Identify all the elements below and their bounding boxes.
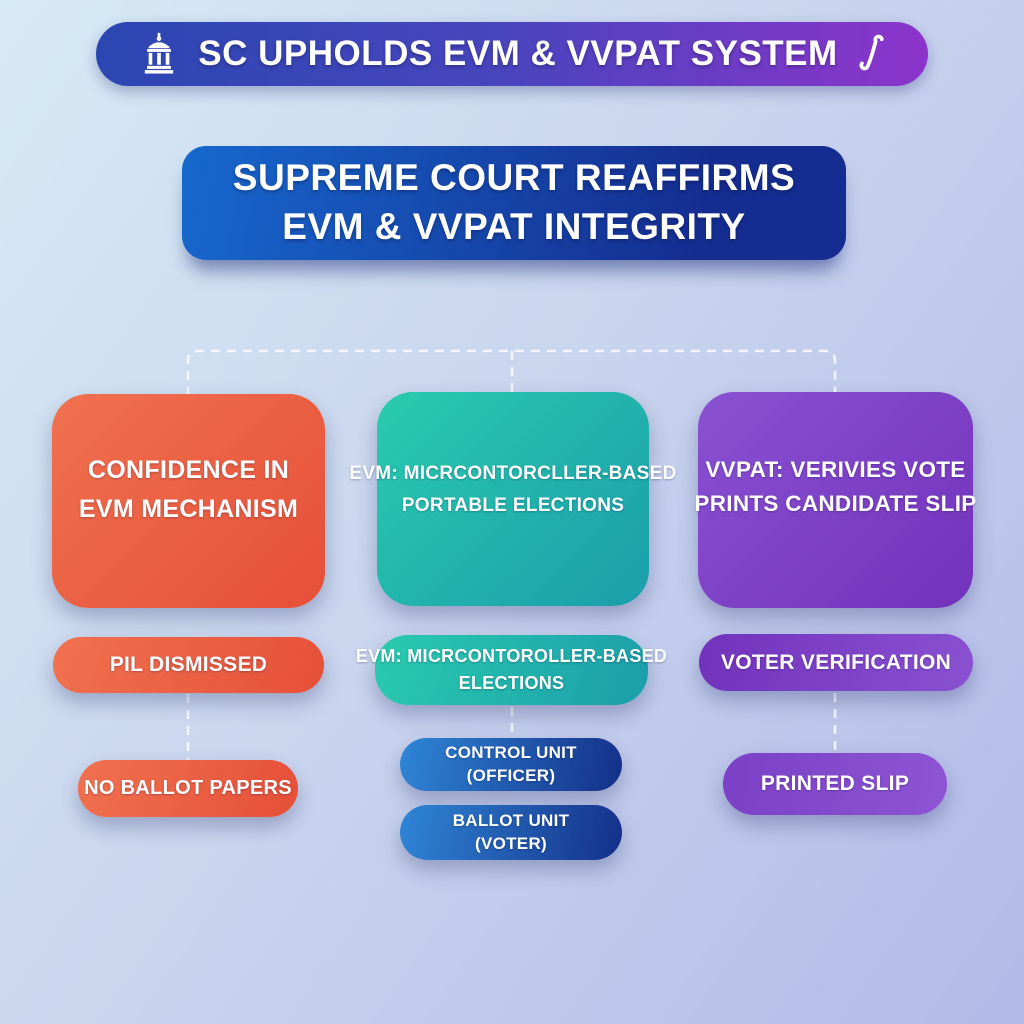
pill-text-line: (OFFICER) bbox=[466, 765, 556, 785]
pill-control-unit: CONTROL UNIT (OFFICER) bbox=[400, 738, 622, 791]
card-text: CONFIDENCE IN EVM MECHANISM bbox=[79, 451, 298, 529]
card-text-line: VVPAT: VERIVIES VOTE bbox=[705, 457, 966, 483]
pill-text-line: CONTROL UNIT bbox=[445, 742, 577, 762]
pill-text-line: ELECTIONS bbox=[458, 673, 565, 693]
card-vvpat: VVPAT: VERIVIES VOTE PRINTS CANDIDATE SL… bbox=[694, 392, 976, 608]
card-text-line: EVM: MICRCONTORCLLER-BASED bbox=[349, 462, 677, 484]
card-text-line: PORTABLE ELECTIONS bbox=[401, 495, 625, 516]
header-banner: SC UPHOLDS EVM & VVPAT SYSTEM bbox=[96, 22, 928, 86]
title-line-2: EVM & VVPAT INTEGRITY bbox=[282, 206, 746, 247]
pill-text-line: VOTER VERIFICATION bbox=[720, 650, 952, 674]
card-evm-confidence: CONFIDENCE IN EVM MECHANISM bbox=[52, 394, 325, 608]
card-text: EVM: MICRCONTORCLLER-BASED PORTABLE ELEC… bbox=[349, 458, 676, 523]
pill-text-line: NO BALLOT PAPERS bbox=[84, 777, 292, 799]
card-text-line: CONFIDENCE IN bbox=[87, 456, 290, 485]
card-text-line: PRINTS CANDIDATE SLIP bbox=[694, 491, 977, 516]
pill-printed-slip: PRINTED SLIP bbox=[723, 753, 947, 815]
pill-text-line: EVM: MICRCONTOROLLER-BASED bbox=[355, 646, 668, 666]
title-line-1: SUPREME COURT REAFFIRMS bbox=[232, 157, 796, 199]
title-card: SUPREME COURT REAFFIRMS EVM & VVPAT INTE… bbox=[182, 146, 846, 260]
card-text-line: EVM MECHANISM bbox=[78, 495, 299, 523]
pill-text-line: PIL DISMISSED bbox=[109, 653, 268, 676]
card-evm-microcontroller: EVM: MICRCONTORCLLER-BASED PORTABLE ELEC… bbox=[349, 392, 676, 606]
pill-no-ballot-papers: NO BALLOT PAPERS bbox=[78, 760, 298, 817]
card-text: VVPAT: VERIVIES VOTE PRINTS CANDIDATE SL… bbox=[694, 453, 976, 521]
pill-ballot-unit: BALLOT UNIT (VOTER) bbox=[400, 805, 622, 860]
pill-voter-verification: VOTER VERIFICATION bbox=[699, 634, 973, 691]
pill-evm-elections: EVM: MICRCONTOROLLER-BASED ELECTIONS bbox=[356, 635, 667, 705]
courthouse-icon bbox=[136, 31, 182, 77]
scroll-icon bbox=[854, 31, 888, 77]
pill-text-line: (VOTER) bbox=[475, 833, 547, 853]
pill-text-line: PRINTED SLIP bbox=[760, 772, 910, 795]
header-title: SC UPHOLDS EVM & VVPAT SYSTEM bbox=[198, 34, 838, 73]
pill-pil-dismissed: PIL DISMISSED bbox=[53, 637, 324, 693]
connector-top-bracket bbox=[186, 349, 837, 396]
pill-text-line: BALLOT UNIT bbox=[452, 810, 570, 830]
